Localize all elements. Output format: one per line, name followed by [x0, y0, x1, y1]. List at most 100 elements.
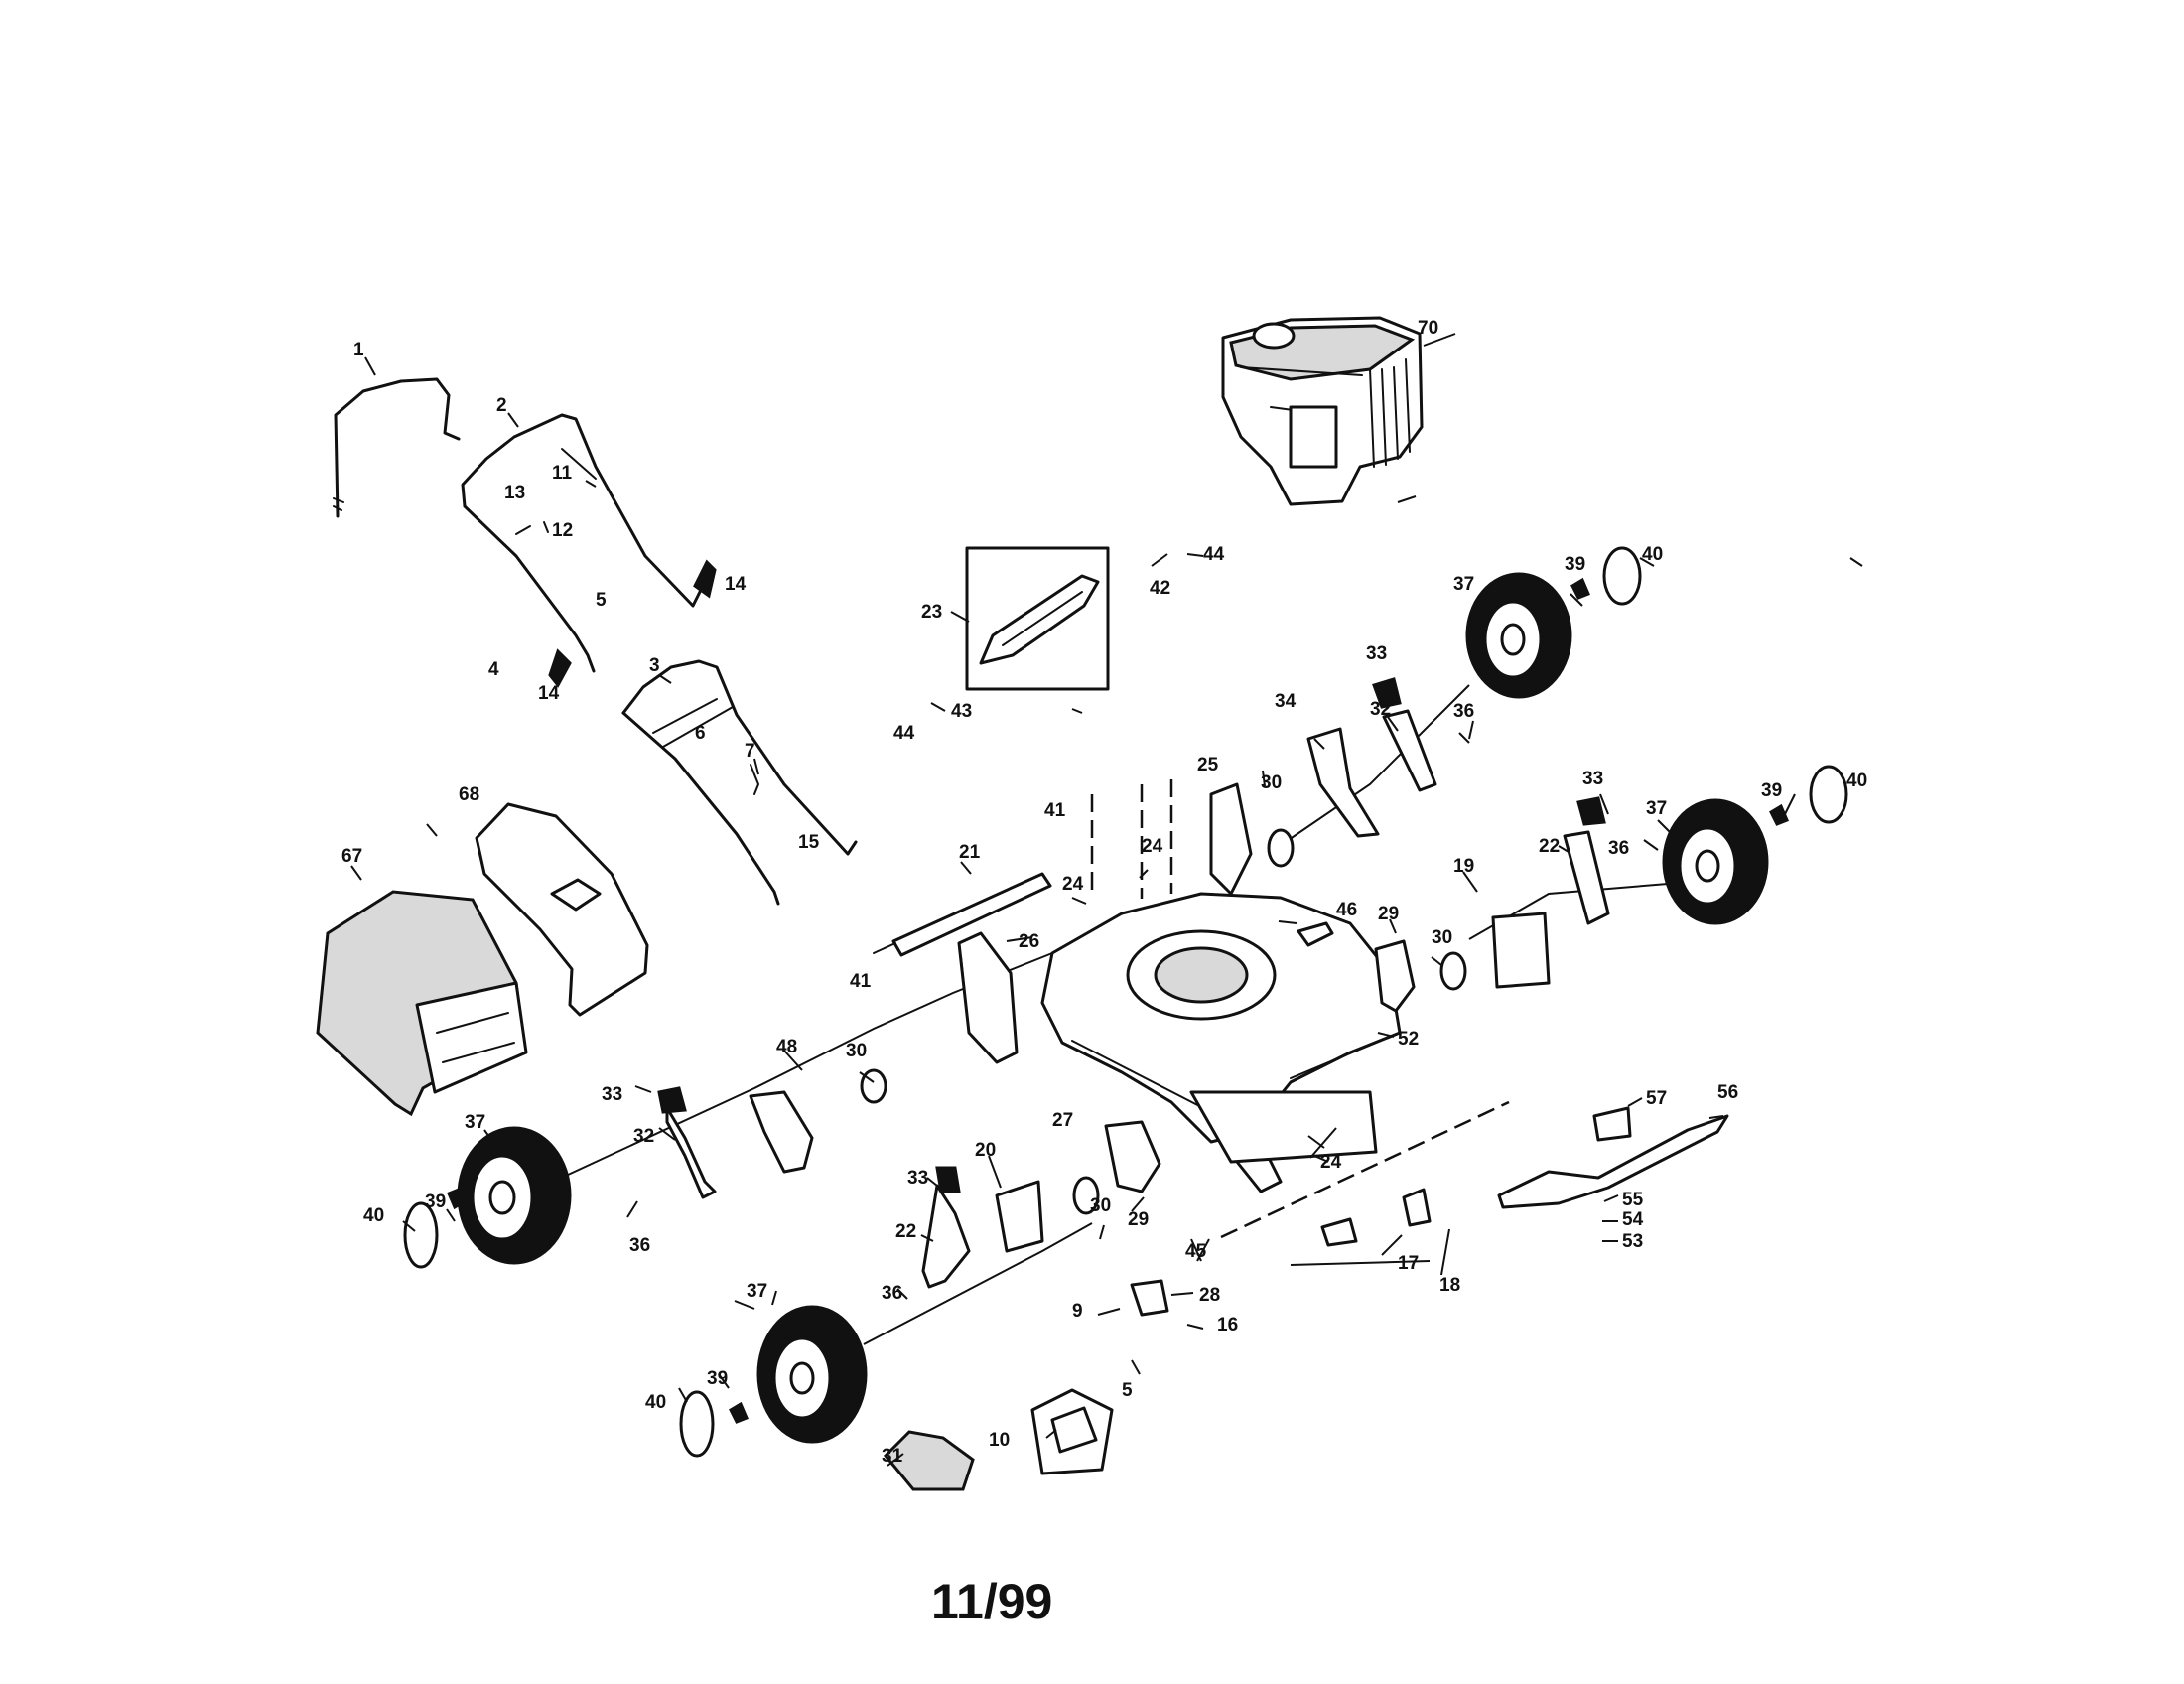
callout-16: 16 — [1217, 1315, 1238, 1335]
callout-19: 19 — [1453, 856, 1474, 877]
callout-14a: 14 — [725, 574, 747, 595]
callout-26: 26 — [1019, 931, 1039, 952]
upper-handle-bail — [333, 377, 461, 518]
callout-36d: 36 — [882, 1283, 902, 1304]
callout-39a: 39 — [1565, 554, 1585, 575]
callout-32a: 32 — [1370, 699, 1391, 720]
lower-handle — [621, 659, 858, 906]
callout-9: 9 — [1072, 1301, 1083, 1322]
callout-12: 12 — [552, 520, 573, 541]
callout-54: 54 — [1622, 1209, 1644, 1230]
callout-42: 42 — [1150, 578, 1170, 599]
callout-17: 17 — [1398, 1253, 1419, 1274]
callout-40a: 40 — [1642, 544, 1663, 565]
callout-28: 28 — [1199, 1285, 1220, 1306]
upper-handle — [461, 413, 717, 688]
callout-33b: 33 — [1582, 769, 1603, 789]
rear-baffle-inset — [965, 546, 1110, 691]
callout-41a: 41 — [1044, 800, 1066, 821]
callout-21: 21 — [959, 842, 981, 863]
callout-24c: 24 — [1320, 1152, 1342, 1173]
callout-31: 31 — [882, 1446, 903, 1467]
callout-37a: 37 — [1453, 574, 1474, 595]
height-adjuster-parts — [657, 677, 1610, 1289]
callout-43: 43 — [951, 701, 972, 722]
callout-15: 15 — [798, 832, 820, 853]
wheel-assembly-rear-right — [1465, 546, 1642, 699]
callout-45: 45 — [1185, 1241, 1207, 1262]
callout-4: 4 — [488, 659, 499, 680]
callout-56: 56 — [1717, 1082, 1738, 1103]
callout-52: 52 — [1398, 1029, 1419, 1050]
callout-40c: 40 — [363, 1205, 384, 1226]
callout-30c: 30 — [846, 1041, 867, 1061]
callout-39c: 39 — [425, 1192, 446, 1212]
callout-32b: 32 — [633, 1126, 654, 1147]
callout-55: 55 — [1622, 1190, 1644, 1210]
callout-48: 48 — [776, 1037, 797, 1057]
callout-labels: 1 2 3 4 5 5 6 7 9 10 11 12 13 14 14 15 1… — [341, 318, 1867, 1467]
callout-44b: 44 — [893, 723, 915, 744]
callout-57: 57 — [1646, 1088, 1667, 1109]
callout-30b: 30 — [1432, 927, 1452, 948]
callout-41b: 41 — [850, 971, 872, 992]
callout-6: 6 — [695, 723, 706, 744]
callout-30a: 30 — [1261, 772, 1282, 793]
callout-29b: 29 — [1128, 1209, 1149, 1230]
callout-11: 11 — [552, 463, 573, 484]
callout-5b: 5 — [1122, 1380, 1133, 1401]
callout-39d: 39 — [707, 1368, 728, 1389]
callout-5a: 5 — [596, 590, 607, 611]
callout-10: 10 — [989, 1430, 1010, 1451]
callout-68: 68 — [459, 784, 479, 805]
callout-33d: 33 — [907, 1168, 928, 1189]
callout-40b: 40 — [1846, 771, 1867, 791]
callout-36b: 36 — [1608, 838, 1629, 859]
callout-70: 70 — [1418, 318, 1438, 339]
callout-23: 23 — [921, 602, 942, 623]
mower-deck — [1040, 892, 1402, 1193]
callout-33a: 33 — [1366, 643, 1387, 664]
callout-53: 53 — [1622, 1231, 1643, 1252]
diagram-date-code: 11/99 — [931, 1574, 1052, 1629]
wheel-assembly-front-right — [1662, 765, 1848, 925]
callout-37b: 37 — [1646, 798, 1667, 819]
callout-22b: 22 — [895, 1221, 916, 1242]
small-hardware — [883, 1106, 1729, 1491]
callout-24a: 24 — [1142, 836, 1163, 857]
callout-27: 27 — [1052, 1110, 1073, 1131]
engine — [1221, 316, 1424, 506]
callout-3: 3 — [649, 655, 660, 676]
callout-37c: 37 — [465, 1112, 485, 1133]
callout-29a: 29 — [1378, 904, 1399, 924]
callout-24b: 24 — [1062, 874, 1084, 895]
callout-37d: 37 — [747, 1281, 767, 1302]
callout-14b: 14 — [538, 683, 560, 704]
callout-34: 34 — [1275, 691, 1297, 712]
callout-2: 2 — [496, 395, 507, 416]
wheel-assembly-front-left — [679, 1305, 868, 1458]
grass-catcher-bag — [316, 890, 528, 1117]
leader-lines — [350, 333, 1863, 1467]
callout-39b: 39 — [1761, 780, 1782, 801]
callout-13: 13 — [504, 483, 525, 503]
callout-30d: 30 — [1090, 1195, 1111, 1216]
callout-20: 20 — [975, 1140, 996, 1161]
callout-25: 25 — [1197, 755, 1219, 775]
callout-1: 1 — [353, 340, 364, 360]
callout-22a: 22 — [1539, 836, 1560, 857]
callout-46: 46 — [1336, 900, 1357, 920]
callout-36a: 36 — [1453, 701, 1474, 722]
rear-hinge-rod — [873, 872, 1052, 957]
callout-40d: 40 — [645, 1392, 666, 1413]
callout-36c: 36 — [629, 1235, 650, 1256]
callout-44a: 44 — [1203, 544, 1225, 565]
deck-guide-lines — [1090, 779, 1510, 1239]
wheel-assembly-rear-left — [403, 1126, 572, 1269]
callout-18: 18 — [1439, 1275, 1460, 1296]
callout-7: 7 — [745, 741, 755, 762]
bag-frame-cover — [475, 802, 649, 1017]
callout-67: 67 — [341, 846, 362, 867]
callout-33c: 33 — [602, 1084, 622, 1105]
